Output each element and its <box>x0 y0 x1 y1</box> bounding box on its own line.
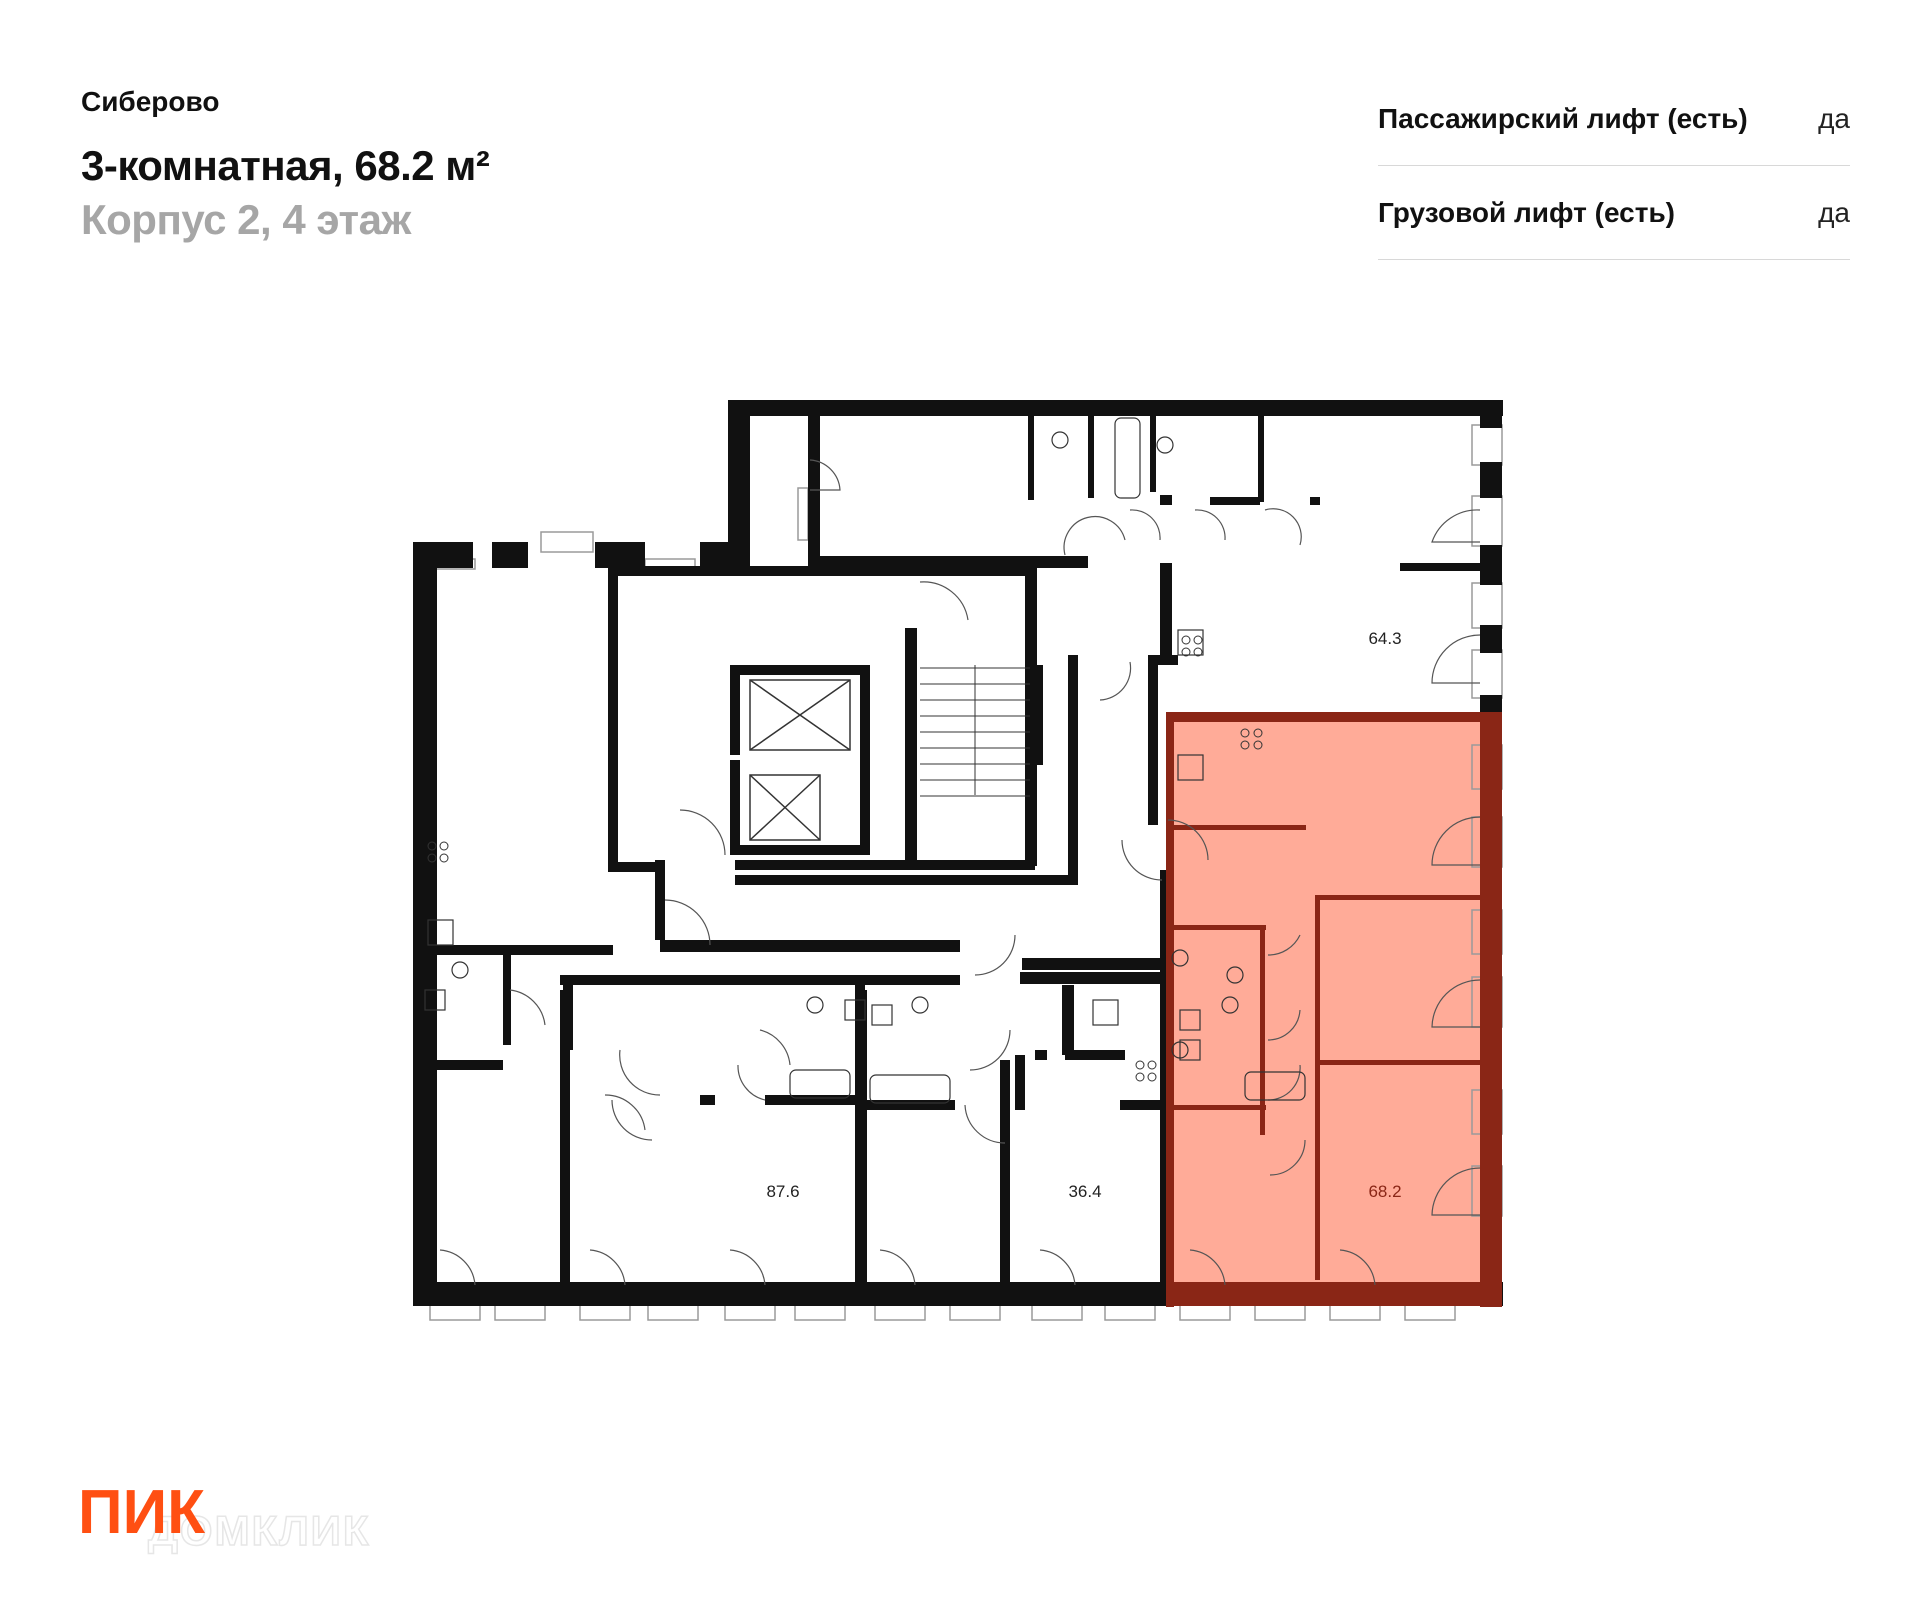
specs-list: Пассажирский лифт (есть) да Грузовой лиф… <box>1378 72 1850 260</box>
apartment-area-label: 64.3 <box>1368 629 1401 648</box>
elevators <box>749 679 851 841</box>
stoves <box>427 635 1263 1082</box>
pik-logo-text: ПИК <box>78 1478 205 1547</box>
spec-value: да <box>1818 196 1850 228</box>
spec-freight-lift: Грузовой лифт (есть) да <box>1378 166 1850 260</box>
brand-logo: ДОМКЛИК ПИК <box>78 1478 371 1555</box>
staircase <box>920 665 1030 797</box>
apartment-area-label: 36.4 <box>1068 1182 1101 1201</box>
spec-label: Пассажирский лифт (есть) <box>1378 102 1748 134</box>
project-name: Сиберово <box>81 86 220 117</box>
spec-passenger-lift: Пассажирский лифт (есть) да <box>1378 72 1850 166</box>
spec-value: да <box>1818 102 1850 134</box>
doors <box>439 459 1481 1286</box>
spec-label: Грузовой лифт (есть) <box>1378 196 1675 228</box>
selected-apartment-area-label: 68.2 <box>1368 1182 1401 1201</box>
building-floor: Корпус 2, 4 этаж <box>81 196 411 243</box>
walls <box>413 400 1503 1306</box>
apartment-title: 3-комнатная, 68.2 м² <box>81 142 490 189</box>
selected-apartment-fill[interactable] <box>1166 712 1500 1306</box>
watermark-text: ДОМКЛИК <box>148 1507 371 1554</box>
selected-apartment-walls <box>1166 712 1502 1307</box>
fixtures <box>424 417 1306 1104</box>
apartment-area-label: 87.6 <box>766 1182 799 1201</box>
